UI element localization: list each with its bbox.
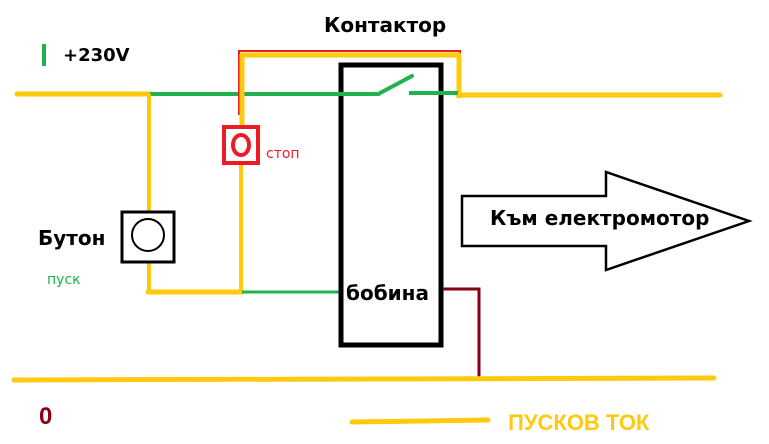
switch-contact-icon [378, 74, 414, 95]
stop-button-label: стоп [266, 146, 300, 162]
neutral-line [11, 375, 717, 383]
diagram-title: Контактор [324, 13, 447, 37]
start-button-sublabel: пуск [47, 272, 81, 288]
holding-loop-red [238, 50, 461, 115]
start-button-icon [120, 210, 176, 264]
motor-arrow-label: Към електромотор [490, 206, 710, 230]
stop-button-icon [222, 125, 260, 165]
legend-label: ПУСКОВ ТОК [508, 410, 650, 435]
coil-label: бобина [346, 281, 429, 305]
holding-loop-yellow [239, 52, 462, 125]
supply-voltage-label: +230V [63, 45, 130, 66]
legend-line-icon [349, 417, 491, 425]
motor-arrow-icon [460, 170, 753, 272]
start-button-label: Бутон [38, 226, 106, 250]
neutral-label: 0 [39, 403, 53, 430]
contactor-body [338, 62, 444, 348]
coil-return-wire [443, 287, 481, 378]
